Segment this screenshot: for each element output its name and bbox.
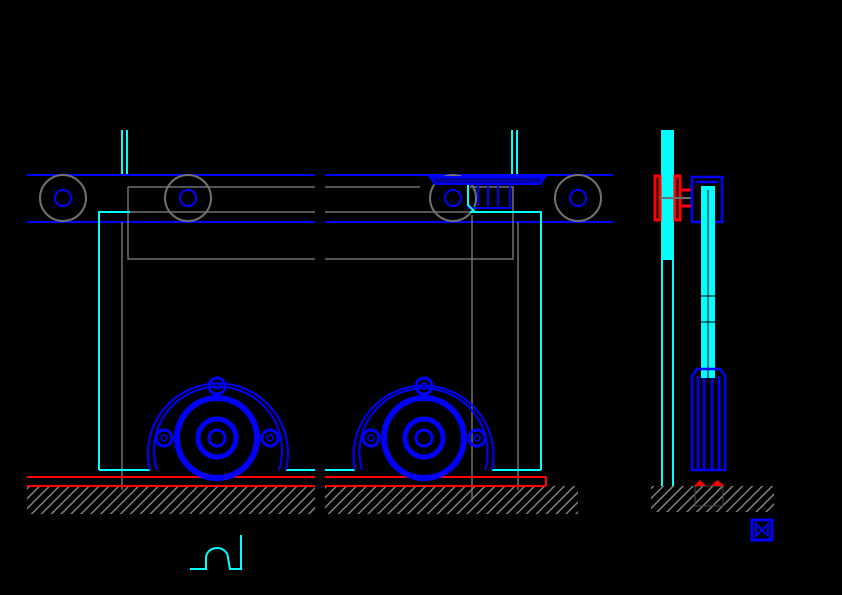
- profile-detail-symbol: [190, 535, 242, 570]
- roller-1: [39, 174, 87, 222]
- inner-frame: [100, 186, 519, 500]
- track-rollers: [39, 174, 602, 222]
- section-marker-icon: [750, 518, 774, 542]
- hanger-bars: [121, 130, 518, 176]
- side-floor-guide-red: [694, 480, 725, 486]
- carriage-block: [428, 176, 547, 209]
- side-view: [653, 130, 727, 486]
- roller-3: [429, 174, 477, 222]
- roller-2: [164, 174, 212, 222]
- side-wheel-housing: [690, 367, 727, 472]
- side-panel-lines: [701, 190, 715, 378]
- floor-section-front: [27, 486, 578, 514]
- bottom-wheel-left: [147, 376, 289, 481]
- roller-4: [554, 174, 602, 222]
- floor-rail: [27, 476, 547, 487]
- floor-section-side: [651, 485, 774, 512]
- break-gap: [315, 120, 325, 520]
- bottom-wheel-right: [352, 376, 495, 481]
